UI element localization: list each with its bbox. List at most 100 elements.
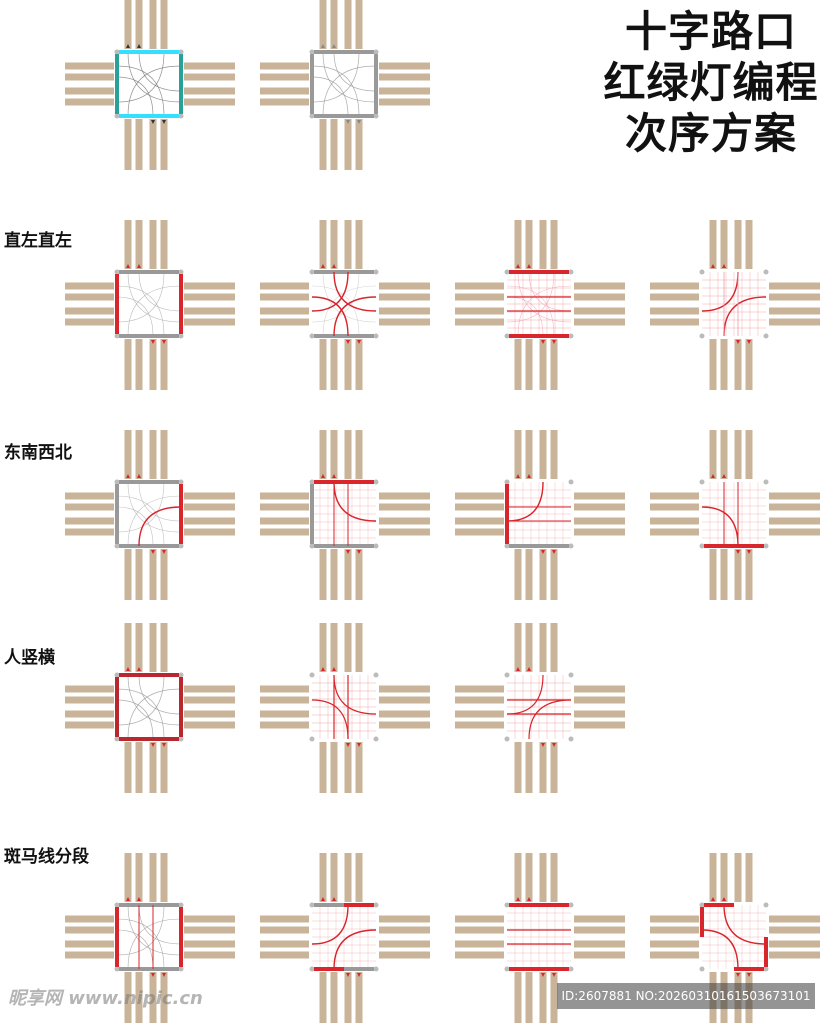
- road-east-lane: [379, 915, 430, 923]
- corner-marker: [178, 966, 184, 972]
- road-east-lane: [769, 492, 820, 500]
- road-north-lane: [709, 220, 717, 269]
- road-north-lane: [135, 853, 143, 902]
- road-west-lane: [455, 710, 504, 718]
- road-east-lane: [574, 721, 625, 729]
- road-south-lane: [550, 972, 558, 1023]
- road-west-lane: [260, 696, 309, 704]
- junction-box: [117, 52, 181, 116]
- road-north-lane: [160, 220, 168, 269]
- intersection-vertical: [260, 623, 430, 793]
- road-south-lane: [319, 742, 327, 793]
- road-south-lane: [160, 972, 168, 1023]
- road-south-lane: [124, 119, 132, 170]
- road-east-lane: [574, 696, 625, 704]
- road-west-lane: [455, 721, 504, 729]
- road-north-lane: [124, 0, 132, 49]
- road-south-lane: [550, 339, 558, 390]
- turn-path: [116, 296, 154, 337]
- road-west-lane: [65, 517, 114, 525]
- road-east-lane: [184, 915, 235, 923]
- left-turn-path: [333, 929, 377, 970]
- turn-path: [127, 271, 182, 323]
- road-east-lane: [574, 492, 625, 500]
- corner-marker: [699, 333, 705, 339]
- left-turn-path: [723, 904, 767, 945]
- road-south-lane: [514, 549, 522, 600]
- lane-arrow: [516, 667, 520, 671]
- road-north-lane: [550, 220, 558, 269]
- corner-marker: [178, 736, 184, 742]
- road-north-lane: [539, 430, 547, 479]
- corner-marker: [114, 479, 120, 485]
- lane-arrow: [162, 973, 166, 977]
- turn-path: [138, 271, 182, 312]
- corner-marker: [763, 902, 769, 908]
- road-west-lane: [65, 307, 114, 315]
- road-west-lane: [455, 307, 504, 315]
- road-north-lane: [330, 430, 338, 479]
- lane-arrow: [332, 897, 336, 901]
- turn-path: [116, 285, 165, 337]
- turn-path: [116, 699, 154, 740]
- turn-path: [322, 65, 377, 117]
- road-south-lane: [355, 972, 363, 1023]
- road-west-lane: [65, 915, 114, 923]
- road-east-lane: [574, 926, 625, 934]
- intersection-east: [65, 430, 235, 600]
- road-west-lane: [455, 318, 504, 326]
- road-south-lane: [355, 339, 363, 390]
- road-south-lane: [539, 742, 547, 793]
- road-south-lane: [720, 339, 728, 390]
- page-title: 十字路口 红绿灯编程 次序方案: [600, 6, 822, 159]
- road-east-lane: [769, 940, 820, 948]
- road-north-lane: [319, 220, 327, 269]
- road-north-lane: [344, 623, 352, 672]
- road-north-lane: [514, 623, 522, 672]
- left-turn-path: [311, 904, 349, 945]
- lane-arrow: [516, 474, 520, 478]
- road-north-lane: [525, 623, 533, 672]
- turn-path: [506, 285, 555, 337]
- road-west-lane: [65, 87, 114, 95]
- road-east-lane: [379, 73, 430, 81]
- road-north-lane: [734, 220, 742, 269]
- corner-marker: [568, 672, 574, 678]
- turn-path: [322, 271, 377, 323]
- corner-marker: [699, 966, 705, 972]
- road-east-lane: [184, 926, 235, 934]
- road-north-lane: [344, 0, 352, 49]
- road-north-lane: [319, 623, 327, 672]
- road-west-lane: [65, 721, 114, 729]
- turn-path: [127, 65, 182, 117]
- road-north-lane: [135, 220, 143, 269]
- lane-arrow: [321, 44, 325, 48]
- lane-arrow: [711, 264, 715, 268]
- road-west-lane: [260, 951, 309, 959]
- road-south-lane: [330, 972, 338, 1023]
- road-east-lane: [379, 710, 430, 718]
- corner-marker: [763, 543, 769, 549]
- road-south-lane: [344, 119, 352, 170]
- title-line-1: 十字路口: [624, 7, 797, 56]
- road-north-lane: [355, 623, 363, 672]
- road-east-lane: [184, 87, 235, 95]
- lane-arrow: [126, 897, 130, 901]
- road-east-lane: [184, 503, 235, 511]
- corner-marker: [373, 672, 379, 678]
- corner-marker: [309, 113, 315, 119]
- lane-arrow: [137, 264, 141, 268]
- road-south-lane: [525, 549, 533, 600]
- road-north-lane: [734, 430, 742, 479]
- corner-marker: [373, 49, 379, 55]
- lane-arrow: [162, 340, 166, 344]
- corner-marker: [568, 966, 574, 972]
- intersection-north: [260, 430, 430, 600]
- lane-arrow: [332, 44, 336, 48]
- corner-marker: [114, 966, 120, 972]
- road-north-lane: [149, 0, 157, 49]
- lane-arrow: [321, 264, 325, 268]
- road-east-lane: [379, 528, 430, 536]
- corner-marker: [309, 49, 315, 55]
- corner-marker: [504, 269, 510, 275]
